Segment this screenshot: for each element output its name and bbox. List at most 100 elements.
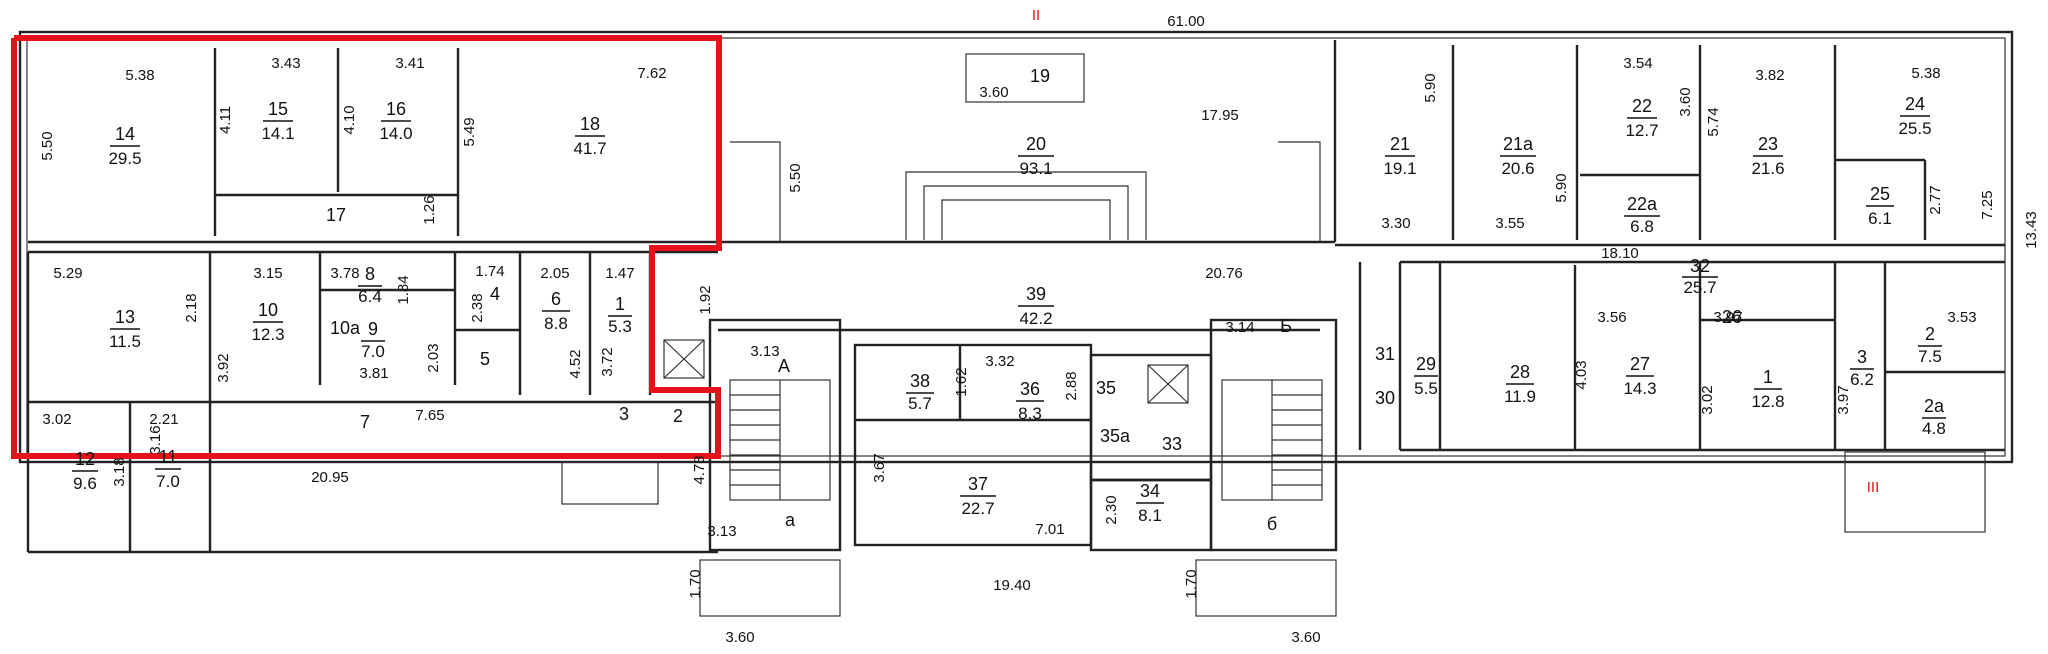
lift-shaft-center: [1147, 364, 1189, 404]
room-number: 16: [386, 99, 406, 119]
room-label: 385.7: [906, 371, 934, 413]
dimension-label: 5.38: [125, 67, 154, 84]
room-number: 32: [1690, 256, 1710, 276]
room-area: 8.3: [1018, 404, 1042, 423]
room-label: 19: [1030, 66, 1050, 86]
room-area: 5.3: [608, 317, 632, 336]
room-number: 28: [1510, 362, 1530, 382]
room-number: 2: [673, 406, 683, 426]
room-label: 33: [1162, 434, 1182, 454]
dimension-label: 7.65: [415, 407, 444, 424]
room-area: 14.0: [379, 124, 412, 143]
room-label: 2: [673, 406, 683, 426]
room-area: 6.1: [1868, 209, 1892, 228]
room-label: 3: [619, 404, 629, 424]
room-number: 6: [551, 289, 561, 309]
room-area: 8.1: [1138, 506, 1162, 525]
room-label: 86.4: [358, 264, 382, 306]
dimension-label: 7.62: [637, 65, 666, 82]
dimension-label: 20.76: [1205, 265, 1243, 282]
dimension-label: 3.97: [1835, 385, 1852, 414]
room-label: А: [778, 356, 790, 376]
room-number: 27: [1630, 354, 1650, 374]
dimension-label: 2.21: [149, 411, 178, 428]
room-area: 21.6: [1751, 159, 1784, 178]
room-label: 35а: [1100, 426, 1131, 446]
room-number: 35а: [1100, 426, 1131, 446]
room-area: 7.5: [1918, 347, 1942, 366]
dimension-label: 5.29: [53, 265, 82, 282]
room-number: 12: [75, 449, 95, 469]
room-number: 26: [1722, 307, 1742, 327]
highlighted-area-outline: [11, 35, 722, 459]
room-label: 17: [326, 205, 346, 225]
room-area: 14.1: [261, 124, 294, 143]
dimension-label: 4.03: [1573, 360, 1590, 389]
room-number: 1: [1763, 367, 1773, 387]
room-number: 5: [480, 349, 490, 369]
room-number: 13: [115, 307, 135, 327]
room-label: б: [1267, 514, 1277, 534]
dimension-label: 3.02: [1699, 385, 1716, 414]
dimension-label: 4.73: [691, 455, 708, 484]
room-number: 24: [1905, 94, 1925, 114]
room-number: 34: [1140, 481, 1160, 501]
room-area: 12.7: [1625, 121, 1658, 140]
dimension-label: 3.13: [707, 523, 736, 540]
room-number: 3: [1857, 347, 1867, 367]
room-label: 129.6: [72, 449, 98, 493]
dimension-label: 5.90: [1553, 173, 1570, 202]
room-area: 20.6: [1501, 159, 1534, 178]
dimension-label: 2.03: [425, 343, 442, 372]
room-label: 97.0: [361, 319, 385, 361]
dimension-label: 2.38: [469, 293, 486, 322]
room-number: 21: [1390, 134, 1410, 154]
room-number: 9: [368, 319, 378, 339]
room-number: 11: [159, 447, 178, 467]
dimension-label: 1.26: [421, 195, 438, 224]
dimension-label: 61.00: [1167, 13, 1205, 30]
dimension-label: 3.43: [271, 55, 300, 72]
room-label: 30: [1375, 388, 1395, 408]
room-area: 6.8: [1630, 217, 1654, 236]
room-label: 31: [1375, 344, 1395, 364]
dimension-label: 3.15: [253, 265, 282, 282]
dimension-label: 4.11: [217, 106, 234, 134]
dimension-label: 1.47: [605, 265, 634, 282]
room-number: 18: [580, 114, 600, 134]
dimension-label: 3.54: [1623, 55, 1652, 72]
dimension-label: 18.10: [1601, 245, 1639, 262]
dimension-label: 3.78: [330, 265, 359, 282]
room-area: 8.8: [544, 314, 568, 333]
room-label: 10а: [330, 318, 361, 338]
room-number: 22а: [1627, 194, 1658, 214]
dimension-label: 13.43: [2023, 211, 2040, 249]
room-number: 10: [258, 300, 278, 320]
room-number: 21а: [1503, 134, 1534, 154]
room-number: 25: [1870, 184, 1890, 204]
room-area: 41.7: [573, 139, 606, 158]
dimension-label: 2.05: [540, 265, 569, 282]
dimension-label: 3.02: [42, 411, 71, 428]
dimension-label: 1.92: [697, 285, 714, 314]
room-number: 7: [360, 412, 370, 432]
room-label: 112.8: [1751, 367, 1784, 411]
room-label: Б: [1280, 316, 1292, 336]
axis-iii-marker: III: [1867, 479, 1880, 496]
dimension-label: 4.52: [567, 349, 584, 378]
room-area: 14.3: [1623, 379, 1656, 398]
room-number: Б: [1280, 316, 1292, 336]
axis-ii-marker: II: [1032, 7, 1040, 24]
room-label: 348.1: [1136, 481, 1164, 525]
dimension-label: 1.84: [395, 275, 412, 304]
dimension-label: 17.95: [1201, 107, 1239, 124]
room-area: 29.5: [108, 149, 141, 168]
room-number: а: [785, 510, 796, 530]
room-number: 14: [115, 124, 135, 144]
room-number: 36: [1020, 379, 1040, 399]
